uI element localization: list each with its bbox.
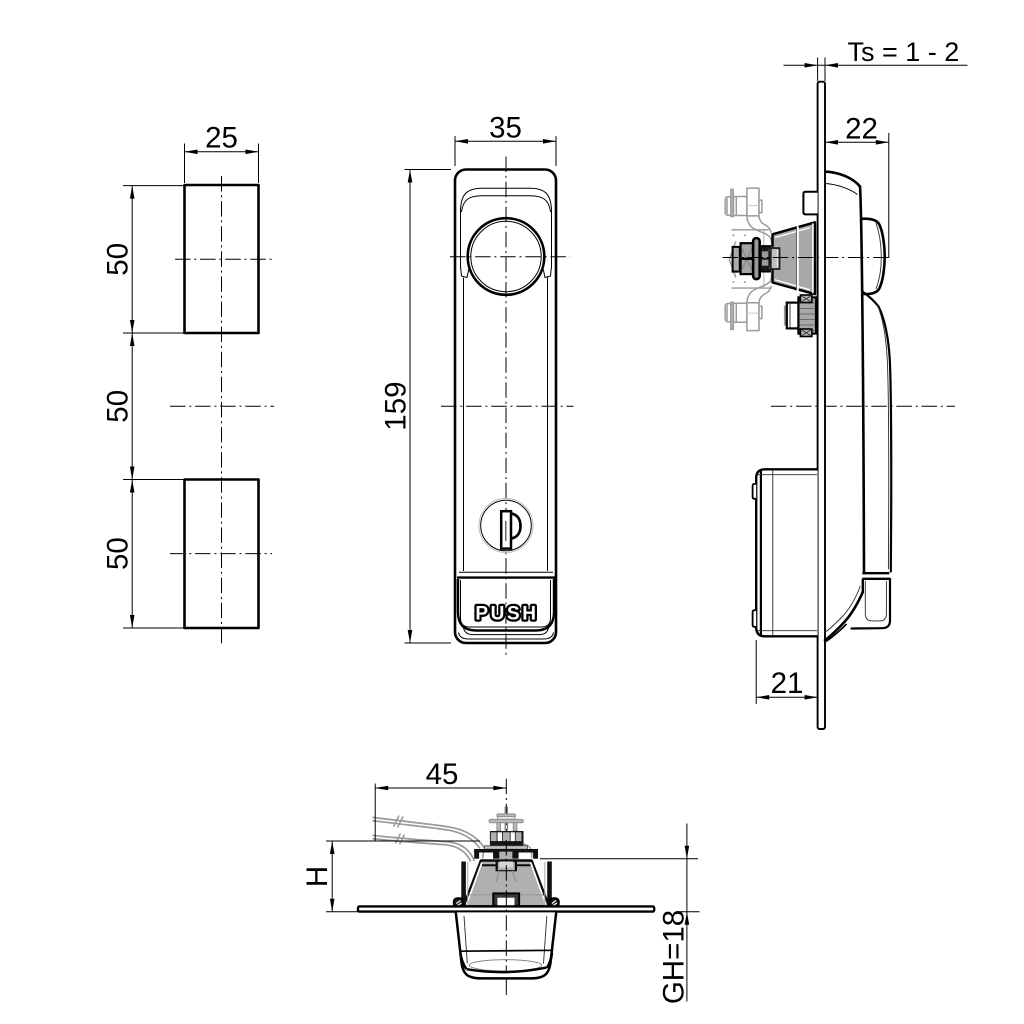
svg-text:25: 25 — [205, 122, 238, 155]
svg-text:H: H — [301, 866, 334, 887]
svg-text:159: 159 — [379, 381, 412, 430]
svg-text:50: 50 — [101, 390, 134, 423]
svg-text:50: 50 — [101, 537, 134, 570]
svg-text:GH=18: GH=18 — [657, 910, 690, 1004]
svg-text:45: 45 — [426, 758, 459, 791]
svg-text:22: 22 — [845, 112, 878, 145]
svg-text:PUSH: PUSH — [475, 604, 538, 625]
svg-text:50: 50 — [101, 243, 134, 276]
svg-text:PUSH: PUSH — [475, 604, 538, 625]
svg-text:35: 35 — [489, 112, 522, 145]
svg-text:Ts = 1 - 2: Ts = 1 - 2 — [848, 37, 960, 67]
svg-text:21: 21 — [771, 667, 804, 700]
